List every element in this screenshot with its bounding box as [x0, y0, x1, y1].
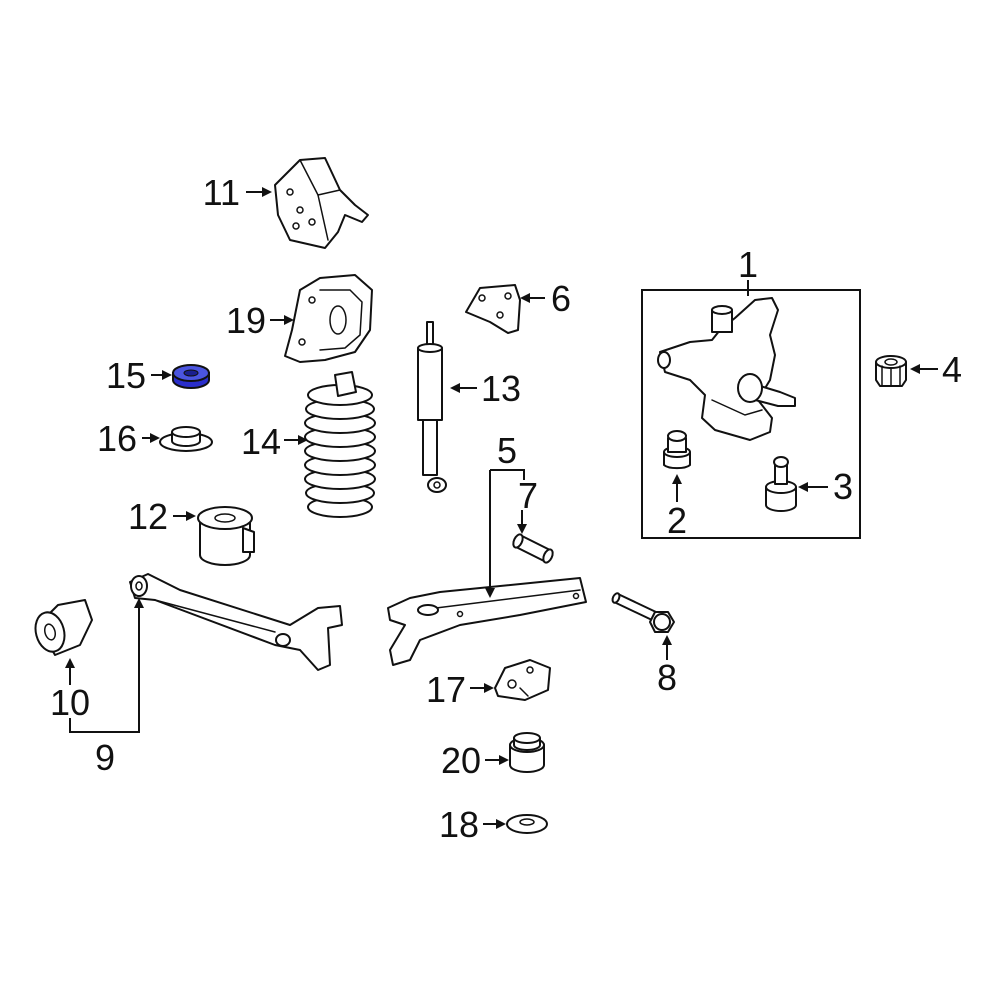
callout-16: 16	[97, 418, 137, 459]
part-17-bracket[interactable]	[494, 659, 551, 701]
callout-17: 17	[426, 669, 466, 710]
part-5-radius-arm[interactable]	[387, 577, 587, 666]
callout-10: 10	[50, 682, 90, 723]
part-7-sleeve[interactable]	[511, 533, 554, 564]
leader-lines	[65, 187, 938, 829]
callout-5: 5	[497, 430, 517, 471]
part-10-bushing[interactable]	[31, 599, 93, 656]
callout-7: 7	[518, 475, 538, 516]
part-13-shock-absorber[interactable]	[417, 321, 447, 493]
part-8-bolt[interactable]	[611, 592, 675, 633]
part-20-bushing[interactable]	[509, 732, 545, 773]
part-2-ball-joint[interactable]	[663, 430, 691, 470]
part-6-bracket[interactable]	[465, 284, 521, 334]
callout-9: 9	[95, 737, 115, 778]
callout-12: 12	[128, 496, 168, 537]
part-14-coil-spring[interactable]	[304, 371, 376, 518]
part-19-bracket[interactable]	[284, 274, 373, 363]
part-1-steering-knuckle[interactable]	[657, 297, 796, 441]
callout-8: 8	[657, 657, 677, 698]
callout-14: 14	[241, 421, 281, 462]
callout-19: 19	[226, 300, 266, 341]
callout-labels: 11 19 15 16 14 13 6 12 1 4 2 3 5 7 8 10 …	[50, 172, 962, 845]
part-4-nut[interactable]	[875, 355, 907, 387]
part-1-group-box	[641, 289, 861, 539]
part-18-washer[interactable]	[506, 814, 548, 834]
part-11-bracket[interactable]	[274, 157, 369, 249]
callout-20: 20	[441, 740, 481, 781]
callout-6: 6	[551, 278, 571, 319]
callout-3: 3	[833, 466, 853, 507]
callout-2: 2	[667, 500, 687, 541]
callout-11: 11	[203, 172, 240, 213]
callout-4: 4	[942, 349, 962, 390]
callout-13: 13	[481, 368, 521, 409]
callout-1: 1	[738, 244, 758, 285]
part-9-radius-arm[interactable]	[129, 573, 343, 671]
part-16-spacer[interactable]	[159, 426, 213, 452]
callout-15: 15	[106, 355, 146, 396]
part-3-ball-joint[interactable]	[765, 456, 797, 512]
part-12-bushing[interactable]	[197, 506, 255, 566]
callout-18: 18	[439, 804, 479, 845]
part-15-spring-insulator-highlighted[interactable]	[172, 364, 210, 389]
